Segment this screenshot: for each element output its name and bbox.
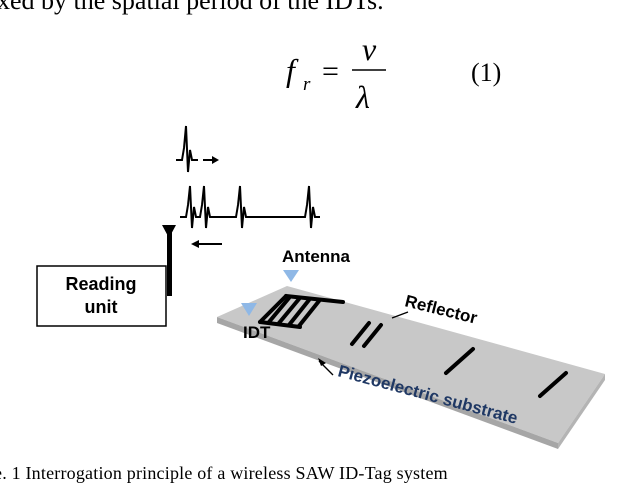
substrate-pointer <box>318 358 334 376</box>
reflector-pointer-line <box>391 311 409 319</box>
equation-formula: f r = v λ <box>286 31 386 115</box>
interrogation-pulse-icon <box>176 125 198 173</box>
figure-caption: e. 1 Interrogation principle of a wirele… <box>0 463 448 483</box>
reflector-strips <box>350 321 568 398</box>
substrate-side-edge <box>558 374 605 449</box>
equation-lhs-subscript: r <box>303 74 311 95</box>
reflector-strip <box>350 321 371 346</box>
piezoelectric-substrate <box>217 286 605 443</box>
reflector-strip <box>444 347 475 375</box>
echo-arrow-left-icon <box>191 240 222 248</box>
reader-antenna-icon <box>162 225 176 296</box>
equation-1: f r = v λ (1) <box>284 18 524 118</box>
reading-unit-box <box>36 265 167 327</box>
body-text-line: xed by the spatial period of the IDTs. <box>0 0 384 15</box>
reflector-strip <box>538 371 568 398</box>
idt-electrodes-icon <box>258 294 345 329</box>
reading-unit-label-line2: unit <box>85 297 118 317</box>
reading-unit-label-line1: Reading <box>65 274 136 294</box>
equation-denominator: λ <box>355 79 370 115</box>
antenna-label: Antenna <box>282 247 351 266</box>
antenna-marker-icon <box>283 270 299 282</box>
antenna-marker-icon <box>241 303 257 316</box>
equation-number: (1) <box>471 58 502 87</box>
equation-numerator: v <box>362 31 377 67</box>
pulse-arrow-right-icon <box>203 156 219 164</box>
equation-equals-sign: = <box>322 55 339 88</box>
reflector-strip <box>362 323 383 348</box>
echo-signal-train-icon <box>180 185 320 229</box>
substrate-front-edge <box>217 317 558 449</box>
idt-label: IDT <box>243 323 271 342</box>
